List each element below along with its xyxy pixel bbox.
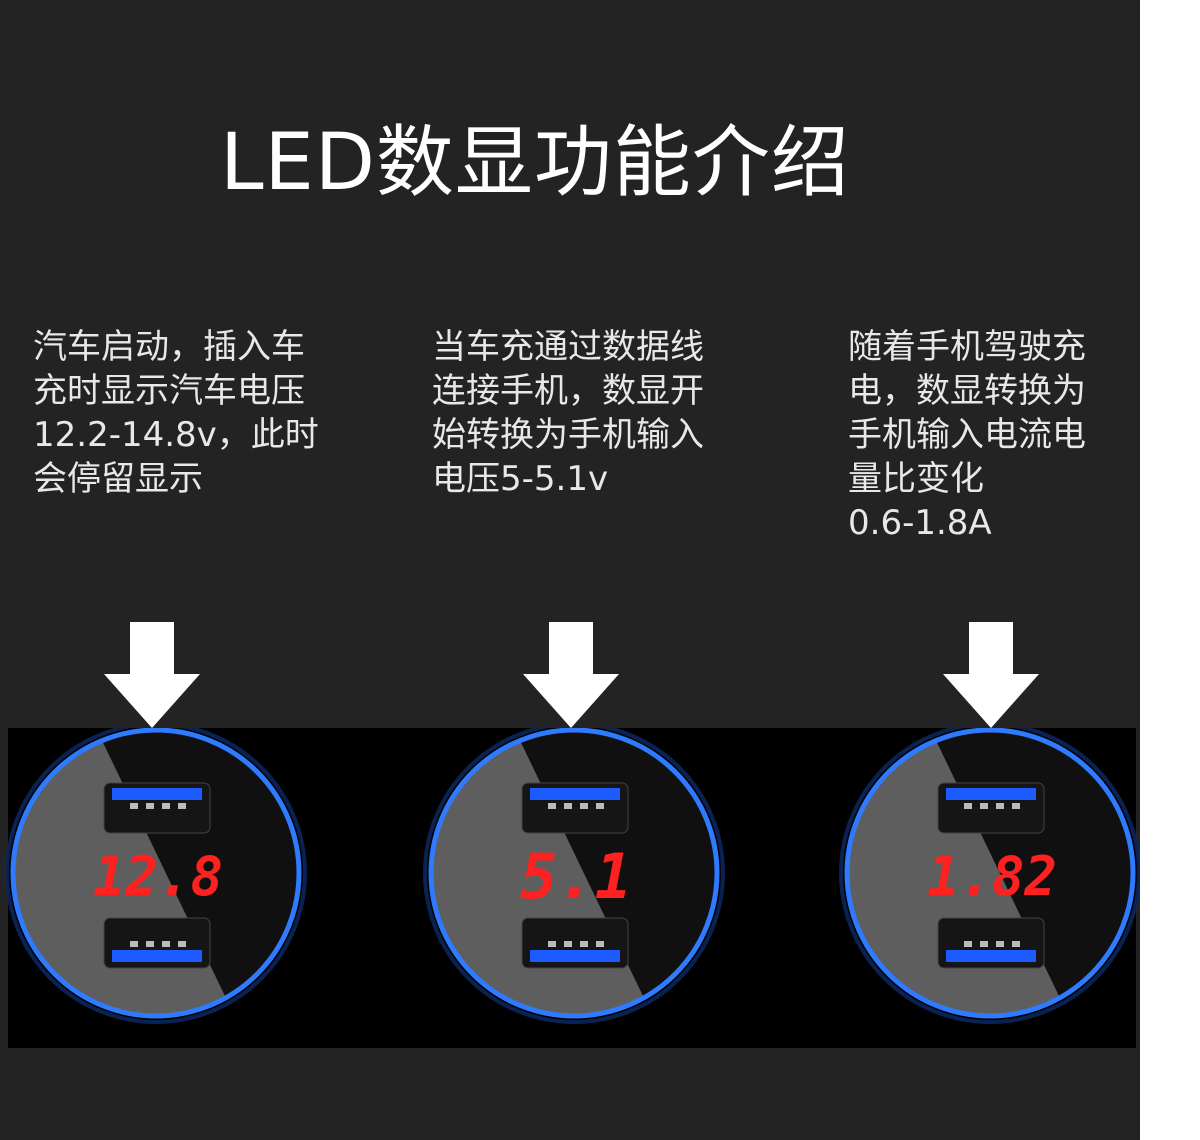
led-display-reading: 5.1 [520, 840, 632, 913]
down-arrow-icon [943, 622, 1039, 728]
usb-port-icon [103, 917, 211, 969]
down-arrow-icon [523, 622, 619, 728]
feature-description-current: 随着手机驾驶充 电，数显转换为 手机输入电流电 量比变化 0.6-1.8A [848, 325, 1086, 545]
description-line: 手机输入电流电 [848, 415, 1086, 455]
description-line: 连接手机，数显开 [432, 371, 704, 411]
charger-port-phone-voltage: 5.1 [418, 728, 738, 1048]
description-line: 充时显示汽车电压 [33, 371, 305, 411]
down-arrow-icon [104, 622, 200, 728]
description-line: 电压5-5.1v [432, 459, 609, 499]
led-display-reading: 12.8 [93, 845, 223, 908]
description-line: 汽车启动，插入车 [33, 327, 305, 367]
description-line: 电，数显转换为 [848, 371, 1086, 411]
page-title: LED数显功能介绍 [220, 118, 850, 208]
description-line: 始转换为手机输入 [432, 415, 704, 455]
feature-description-phone-voltage: 当车充通过数据线 连接手机，数显开 始转换为手机输入 电压5-5.1v [432, 325, 704, 501]
charger-port-voltage: 12.8 [0, 728, 320, 1048]
description-line: 12.2-14.8v，此时 [33, 415, 319, 455]
led-display-reading: 1.82 [927, 845, 1057, 908]
usb-port-icon [937, 917, 1045, 969]
product-banner: LED数显功能介绍 汽车启动，插入车 充时显示汽车电压 12.2-14.8v，此… [0, 0, 1140, 1140]
charger-port-current: 1.82 [834, 728, 1140, 1048]
description-line: 0.6-1.8A [848, 503, 992, 543]
description-line: 会停留显示 [33, 459, 203, 499]
usb-port-icon [521, 782, 629, 834]
description-line: 当车充通过数据线 [432, 327, 704, 367]
feature-description-voltage: 汽车启动，插入车 充时显示汽车电压 12.2-14.8v，此时 会停留显示 [33, 325, 319, 501]
description-line: 量比变化 [848, 459, 984, 499]
usb-port-icon [103, 782, 211, 834]
usb-port-icon [937, 782, 1045, 834]
description-line: 随着手机驾驶充 [848, 327, 1086, 367]
usb-port-icon [521, 917, 629, 969]
